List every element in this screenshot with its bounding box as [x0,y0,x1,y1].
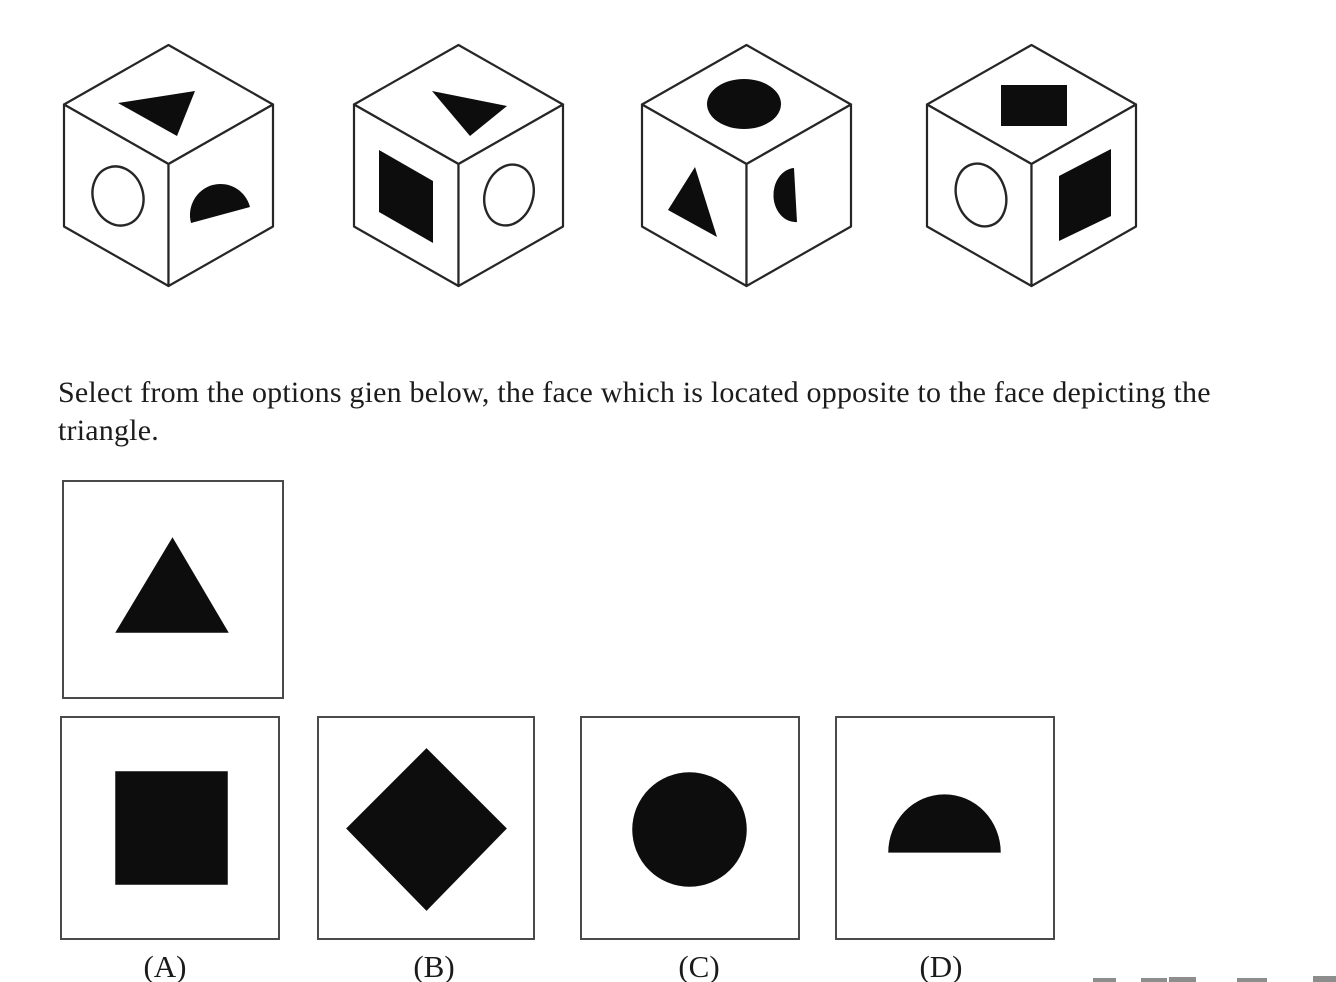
option-b-diamond-shape [346,748,507,911]
cube-1 [62,43,275,288]
option-card-b[interactable] [317,716,535,940]
cube-1-top-triangle-shape [118,91,195,136]
watermark-fragment [1313,976,1336,982]
cube-2-right-oval-shape [483,163,535,227]
cube-3-top-ellipse-shape [707,79,781,129]
cube-3 [640,43,853,288]
question-line-1: Select from the options gien below, the … [58,376,1211,409]
option-c-circle-shape [632,772,747,887]
option-d-semicircle-shape [888,794,1001,853]
cube-2-left-square-shape [379,150,433,243]
question-line-2: triangle. [58,414,159,447]
watermark-fragment [1141,978,1167,982]
option-label-a: (A) [143,949,187,982]
question-text: Select from the options gien below, the … [58,374,1328,450]
reference-triangle [115,537,229,633]
cube-3-right-half-ellipse-shape [773,168,797,223]
cube-2-top-triangle-shape [432,91,507,136]
option-label-c: (C) [678,949,720,982]
cube-1-left-oval-shape [91,165,145,227]
cube-4-top-rectangle-shape [1001,85,1067,126]
option-a-square-shape [115,771,228,885]
reference-shape-card [62,480,284,699]
option-card-d[interactable] [835,716,1055,940]
option-label-d: (D) [919,949,963,982]
cube-4-right-square-shape [1059,149,1111,241]
cube-1-right-semicircle-shape [189,183,250,223]
option-label-b: (B) [413,949,455,982]
watermark-fragment [1237,978,1267,982]
option-card-a[interactable] [60,716,280,940]
watermark-fragment [1169,977,1196,982]
cube-2 [352,43,565,288]
cube-3-right-face [745,103,853,288]
option-card-c[interactable] [580,716,800,940]
cube-4-left-oval-shape [954,162,1008,228]
cube-3-left-triangle-shape [668,167,717,237]
watermark-fragment [1093,978,1116,982]
cube-4 [925,43,1138,288]
